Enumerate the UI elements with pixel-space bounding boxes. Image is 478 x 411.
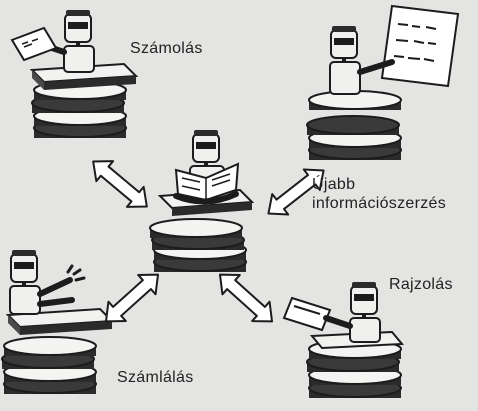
stack-top-left — [31, 63, 137, 139]
arrow-top-left — [83, 150, 157, 218]
robot-reading — [173, 129, 240, 205]
label-szamlalas: Számlálás — [117, 369, 194, 386]
robot-drawing — [282, 281, 381, 343]
arrow-bottom-left — [96, 263, 168, 333]
label-szamolas: Számolás — [130, 40, 203, 57]
robot-writing — [10, 9, 95, 73]
arrow-bottom-right — [210, 263, 282, 333]
label-ujabb-informacioszerzes: Újabb információszerzés — [312, 175, 446, 213]
stack-bottom-left — [1, 308, 113, 395]
label-ujabb-line2: információszerzés — [312, 195, 447, 212]
robot-counting — [9, 249, 86, 315]
stack-top-right — [306, 90, 402, 161]
label-ujabb-line1: Újabb — [312, 176, 356, 193]
label-rajzolas: Rajzolás — [389, 276, 453, 293]
robot-chart-reader — [329, 4, 460, 95]
